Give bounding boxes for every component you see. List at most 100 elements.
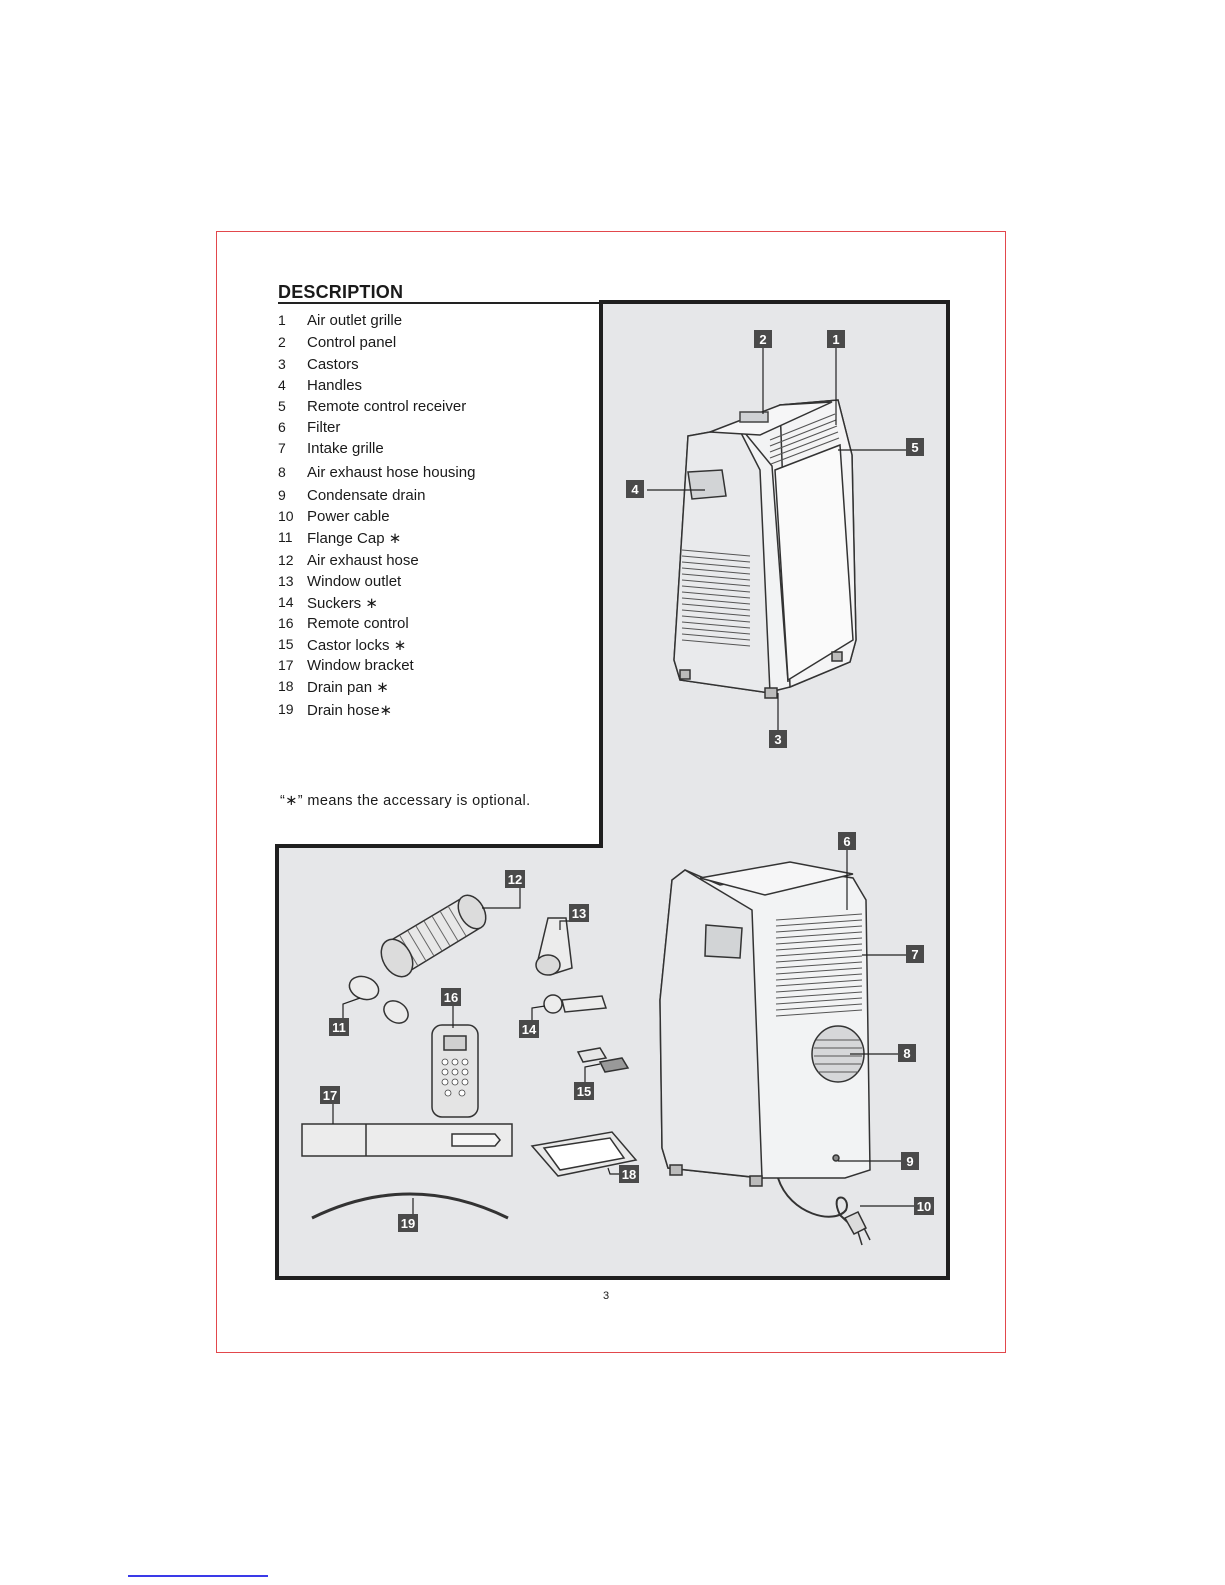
callout-13: 13 xyxy=(569,904,589,922)
callout-16: 16 xyxy=(441,988,461,1006)
callout-15-text: 15 xyxy=(577,1084,591,1099)
unit-front-illustration xyxy=(673,399,857,699)
unit-rear-illustration xyxy=(659,861,871,1246)
callout-8: 8 xyxy=(898,1044,916,1062)
callout-11-text: 11 xyxy=(332,1020,346,1035)
power-cable xyxy=(777,1177,857,1231)
page-number: 3 xyxy=(603,1290,610,1302)
callout-19-text: 19 xyxy=(401,1216,415,1231)
part-label: Castors xyxy=(307,356,359,373)
callout-11: 11 xyxy=(329,1018,349,1036)
part-number: 11 xyxy=(278,529,293,545)
part-number: 2 xyxy=(278,334,286,350)
callout-1-text: 1 xyxy=(832,332,839,347)
callout-6-text: 6 xyxy=(843,834,850,849)
callout-16-text: 16 xyxy=(444,990,458,1005)
rear-handle xyxy=(704,924,743,959)
part-number: 1 xyxy=(278,312,286,328)
optional-note: “∗” means the accessary is optional. xyxy=(280,793,531,809)
footer-link-underline[interactable] xyxy=(128,1575,268,1577)
part-number: 14 xyxy=(278,594,294,610)
flange-cap-illustration xyxy=(348,975,409,1024)
callout-17-text: 17 xyxy=(323,1088,337,1103)
part-label: Condensate drain xyxy=(307,487,426,504)
part-number: 12 xyxy=(278,552,294,568)
part-number: 13 xyxy=(278,573,294,589)
callout-14: 14 xyxy=(519,1020,539,1038)
part-number: 5 xyxy=(278,398,286,414)
part-label: Window bracket xyxy=(307,657,414,674)
part-label: Drain hose∗ xyxy=(307,702,393,719)
part-label: Air outlet grille xyxy=(307,312,403,329)
part-label: Intake grille xyxy=(307,440,384,457)
part-label: Drain pan ∗ xyxy=(307,679,389,696)
part-number: 9 xyxy=(278,487,286,503)
part-number: 4 xyxy=(278,377,286,393)
castor xyxy=(764,687,778,699)
title-underline xyxy=(278,302,602,304)
part-number: 15 xyxy=(278,636,294,652)
part-label: Castor locks ∗ xyxy=(307,637,407,654)
window-outlet-illustration xyxy=(535,917,573,976)
callout-9: 9 xyxy=(901,1152,919,1170)
part-label: Air exhaust hose xyxy=(307,552,419,569)
part-number: 8 xyxy=(278,464,286,480)
part-label: Control panel xyxy=(307,334,397,351)
sucker-illustration xyxy=(543,994,608,1014)
callout-2-text: 2 xyxy=(759,332,766,347)
drain-hose-illustration xyxy=(311,1192,509,1220)
castor-locks-illustration xyxy=(576,1047,630,1073)
callout-10: 10 xyxy=(914,1197,934,1215)
part-number: 19 xyxy=(278,701,294,717)
callout-18-text: 18 xyxy=(622,1167,636,1182)
front-intake-grille xyxy=(681,549,751,647)
part-label: Power cable xyxy=(307,508,390,525)
callout-7-text: 7 xyxy=(911,947,918,962)
condensate-drain xyxy=(832,1154,840,1162)
remote-illustration xyxy=(431,1024,479,1118)
callout-19: 19 xyxy=(398,1214,418,1232)
part-number: 18 xyxy=(278,678,294,694)
part-number: 16 xyxy=(278,615,294,631)
callout-12-text: 12 xyxy=(508,872,522,887)
part-label: Window outlet xyxy=(307,573,402,590)
part-label: Filter xyxy=(307,419,341,436)
callout-7: 7 xyxy=(906,945,924,963)
part-label: Handles xyxy=(307,377,363,394)
callout-10-text: 10 xyxy=(917,1199,931,1214)
part-number: 7 xyxy=(278,440,286,456)
callout-6: 6 xyxy=(838,832,856,850)
callout-8-text: 8 xyxy=(903,1046,910,1061)
window-bracket-illustration xyxy=(301,1123,513,1157)
callout-4: 4 xyxy=(626,480,644,498)
drain-pan-illustration xyxy=(530,1131,638,1177)
handle xyxy=(687,469,727,500)
control-panel xyxy=(739,411,769,423)
callout-2: 2 xyxy=(754,330,772,348)
callout-15: 15 xyxy=(574,1082,594,1100)
part-number: 3 xyxy=(278,356,286,372)
part-number: 17 xyxy=(278,657,294,673)
part-label: Remote control xyxy=(307,615,409,632)
callout-4-text: 4 xyxy=(631,482,639,497)
callout-18: 18 xyxy=(619,1165,639,1183)
exhaust-hose-illustration xyxy=(380,894,487,978)
callout-5-text: 5 xyxy=(911,440,918,455)
callout-3-text: 3 xyxy=(774,732,781,747)
part-number: 6 xyxy=(278,419,286,435)
part-label: Suckers ∗ xyxy=(307,595,378,612)
callout-17: 17 xyxy=(320,1086,340,1104)
power-plug xyxy=(843,1211,871,1246)
callout-12: 12 xyxy=(505,870,525,888)
callout-5: 5 xyxy=(906,438,924,456)
callout-13-text: 13 xyxy=(572,906,586,921)
callout-14-text: 14 xyxy=(522,1022,537,1037)
page-frame xyxy=(216,231,1006,1353)
callout-1: 1 xyxy=(827,330,845,348)
part-number: 10 xyxy=(278,508,294,524)
part-label: Flange Cap ∗ xyxy=(307,530,402,547)
filter-grille xyxy=(775,913,863,1017)
part-label: Air exhaust hose housing xyxy=(307,464,476,481)
air-outlet-grille xyxy=(769,413,840,465)
